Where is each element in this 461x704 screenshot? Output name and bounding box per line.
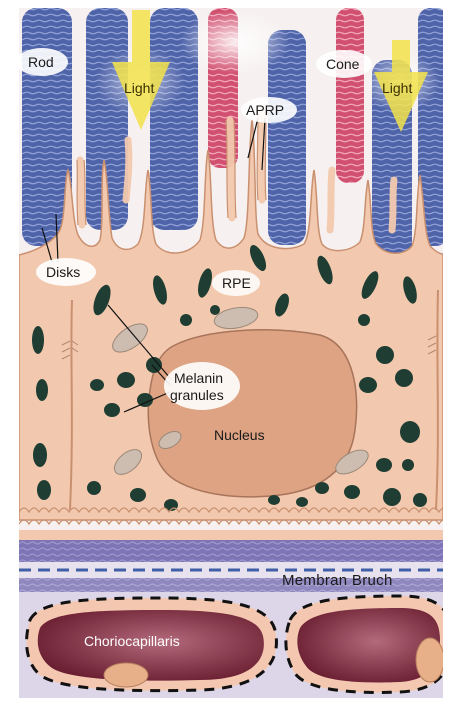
label-disks: Disks: [46, 264, 80, 280]
label-light-left: Light: [124, 80, 154, 96]
label-rpe: RPE: [222, 275, 251, 291]
label-aprp: APRP: [246, 102, 284, 118]
label-choriocapillaris: Choriocapillaris: [84, 633, 180, 649]
nucleus: [148, 330, 356, 497]
label-nucleus: Nucleus: [214, 427, 265, 443]
label-rod: Rod: [28, 54, 54, 70]
label-membrane: Membran Bruch: [282, 572, 393, 589]
cone-outer-segment: [336, 8, 364, 183]
label-cone: Cone: [326, 56, 360, 72]
label-light-right: Light: [382, 80, 412, 96]
label-melanin-line1: Melanin: [174, 370, 223, 386]
label-melanin-line2: granules: [170, 387, 224, 403]
